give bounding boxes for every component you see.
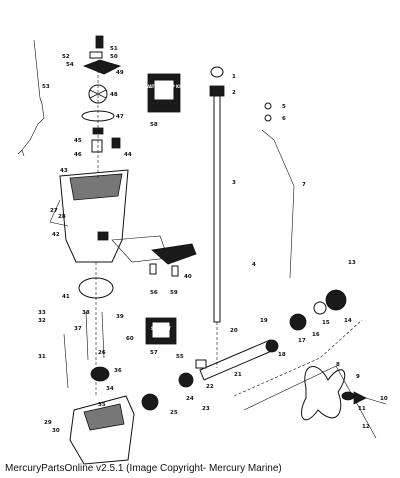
driveshaft-housing-42	[49, 169, 169, 263]
driveshaft-3	[209, 66, 225, 323]
seal-kit-box-57	[145, 317, 177, 345]
callout-8: 8	[336, 362, 340, 368]
callout-27: 27	[50, 208, 58, 214]
callout-23: 23	[202, 406, 210, 412]
callout-35: 35	[98, 402, 106, 408]
callout-60: 60	[126, 336, 134, 342]
callout-18: 18	[278, 352, 286, 358]
callout-26: 26	[98, 350, 106, 356]
callout-17: 17	[298, 338, 306, 344]
callout-56: 56	[150, 290, 158, 296]
callout-39: 39	[116, 314, 124, 320]
callout-13: 13	[348, 260, 356, 266]
callout-19: 19	[260, 318, 268, 324]
callout-28: 28	[58, 214, 66, 220]
callout-21: 21	[234, 372, 242, 378]
callout-40: 40	[184, 274, 192, 280]
callout-22: 22	[206, 384, 214, 390]
guide-lines	[95, 60, 377, 439]
callout-36: 36	[114, 368, 122, 374]
callout-46: 46	[74, 152, 82, 158]
callout-4: 4	[252, 262, 256, 268]
callout-29: 29	[44, 420, 52, 426]
kit-box-label: WATER PUMP KIT	[145, 84, 184, 89]
callout-47: 47	[116, 114, 124, 120]
gear-train	[141, 289, 347, 411]
callout-57: 57	[150, 350, 158, 356]
water-pump-kit-box-58	[147, 73, 181, 113]
callout-52: 52	[62, 54, 70, 60]
callout-30: 30	[52, 428, 60, 434]
callout-50: 50	[110, 54, 118, 60]
callout-2: 2	[232, 90, 236, 96]
callout-42: 42	[52, 232, 60, 238]
callout-9: 9	[356, 374, 360, 380]
callout-25: 25	[170, 410, 178, 416]
callout-3: 3	[232, 180, 236, 186]
callout-10: 10	[380, 396, 388, 402]
callout-49: 49	[116, 70, 124, 76]
callout-45: 45	[74, 138, 82, 144]
callout-37: 37	[74, 326, 82, 332]
callout-34: 34	[106, 386, 114, 392]
callout-33: 33	[38, 310, 46, 316]
callout-15: 15	[322, 320, 330, 326]
callout-12: 12	[362, 424, 370, 430]
callout-38: 38	[82, 310, 90, 316]
callout-32: 32	[38, 318, 46, 324]
callout-6: 6	[282, 116, 286, 122]
callout-51: 51	[110, 46, 118, 52]
callout-58: 58	[150, 122, 158, 128]
kit-box-label: SEAL KIT	[151, 326, 171, 331]
callout-11: 11	[358, 406, 366, 412]
bearing-36	[90, 366, 110, 382]
shift-rod-53	[17, 39, 45, 157]
callout-5: 5	[282, 104, 286, 110]
propeller	[301, 366, 387, 421]
copyright-caption: MercuryPartsOnline v2.5.1 (Image Copyrig…	[5, 463, 282, 474]
callout-16: 16	[312, 332, 320, 338]
callout-43: 43	[60, 168, 68, 174]
callout-1: 1	[232, 74, 236, 80]
callout-48: 48	[110, 92, 118, 98]
shift-rod-7	[261, 102, 295, 279]
callout-44: 44	[124, 152, 132, 158]
callout-41: 41	[62, 294, 70, 300]
callout-53: 53	[42, 84, 50, 90]
callout-59: 59	[170, 290, 178, 296]
callout-24: 24	[186, 396, 194, 402]
lower-cover-40	[149, 243, 197, 277]
gearcase-39	[69, 395, 135, 465]
studs	[63, 311, 105, 389]
callout-7: 7	[302, 182, 306, 188]
callout-20: 20	[230, 328, 238, 334]
callout-55: 55	[176, 354, 184, 360]
callout-31: 31	[38, 354, 46, 360]
callout-14: 14	[344, 318, 352, 324]
callout-54: 54	[66, 62, 74, 68]
